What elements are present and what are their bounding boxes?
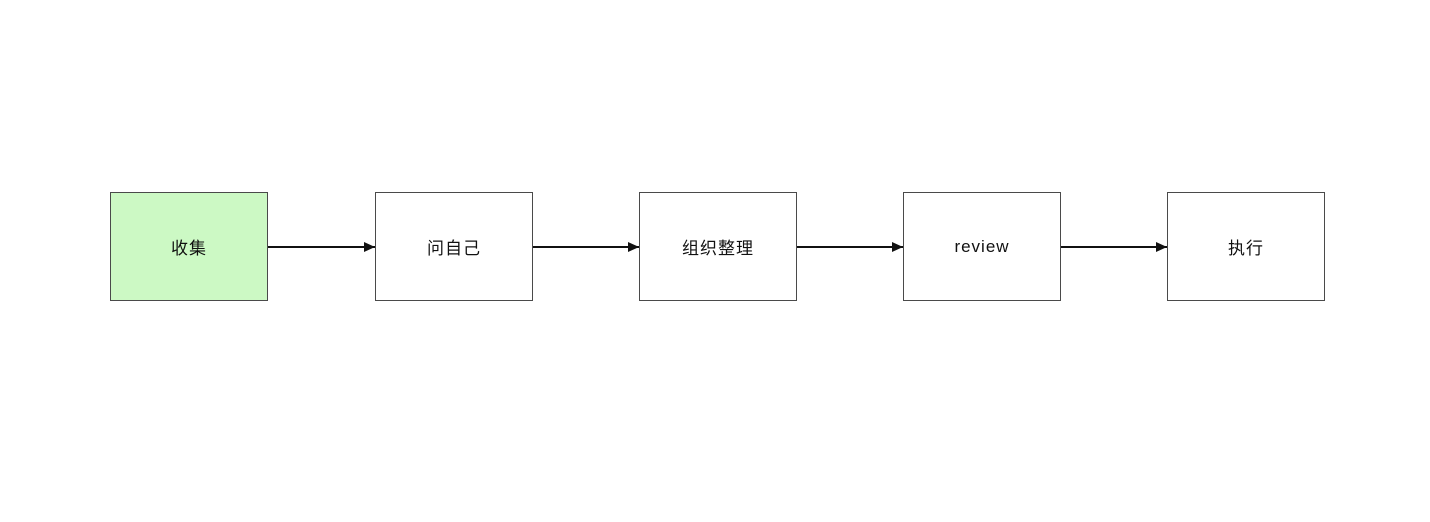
flow-node-execute-label: 执行 — [1228, 239, 1264, 258]
arrow-review-to-execute — [1061, 242, 1167, 252]
flow-node-ask-yourself[interactable]: 问自己 — [375, 192, 533, 301]
flow-node-collect-label: 收集 — [171, 239, 207, 258]
flow-node-review[interactable]: review — [903, 192, 1061, 301]
arrow-organize-to-review — [797, 242, 903, 252]
arrow-ask-to-organize — [533, 242, 639, 252]
flow-node-execute[interactable]: 执行 — [1167, 192, 1325, 301]
flow-node-collect[interactable]: 收集 — [110, 192, 268, 301]
flow-node-ask-yourself-label: 问自己 — [427, 239, 481, 258]
flow-node-review-label: review — [954, 236, 1010, 256]
arrow-collect-to-ask — [268, 242, 375, 252]
flow-node-organize-label: 组织整理 — [682, 239, 754, 258]
flow-node-organize[interactable]: 组织整理 — [639, 192, 797, 301]
